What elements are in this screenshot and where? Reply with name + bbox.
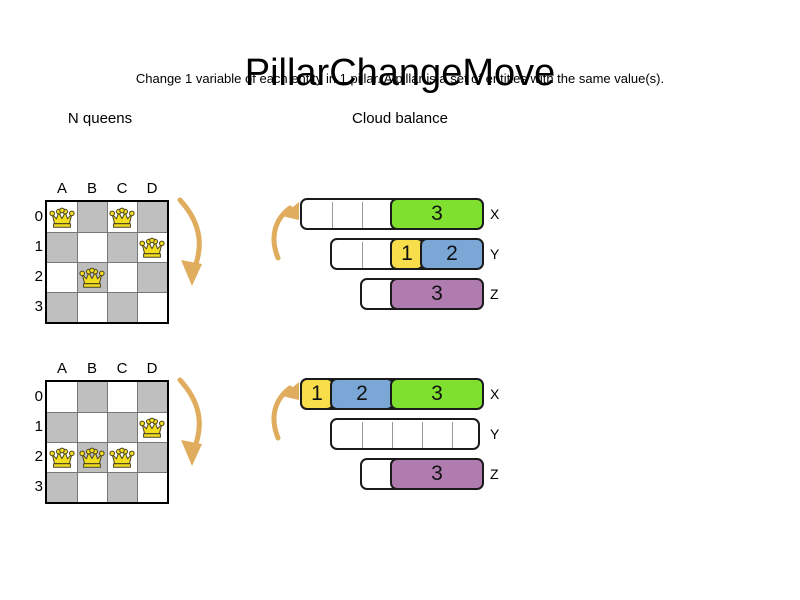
- board-row-label: 0: [34, 208, 43, 225]
- curved-arrow-down-icon: [168, 366, 210, 483]
- board-cell[interactable]: [77, 202, 107, 232]
- cloud-bar-label: X: [490, 206, 500, 222]
- curved-arrow-down-icon: [168, 186, 210, 303]
- board-row-label: 1: [34, 418, 43, 435]
- board-cell[interactable]: [137, 232, 167, 262]
- board-col-label: D: [146, 360, 158, 377]
- cloud-bar-label: Y: [490, 426, 500, 442]
- board-cell[interactable]: [107, 412, 137, 442]
- cloud-bar-divider: [392, 422, 393, 448]
- cloud-bar-segment[interactable]: 3: [390, 458, 484, 490]
- cloud-bar-label: Y: [490, 246, 500, 262]
- board-row-label: 1: [34, 238, 43, 255]
- board-row-label: 2: [34, 448, 43, 465]
- cloud-bar-divider: [332, 202, 333, 228]
- board-cell[interactable]: [47, 262, 77, 292]
- board-cell[interactable]: [107, 472, 137, 502]
- cloud-bar-label: Z: [490, 466, 499, 482]
- board-gridline: [47, 232, 167, 233]
- cloud-bar-segment[interactable]: 2: [420, 238, 484, 270]
- curved-arrow-up-icon: [266, 374, 306, 451]
- board-cell[interactable]: [107, 382, 137, 412]
- board-cell[interactable]: [47, 382, 77, 412]
- board-gridline: [47, 442, 167, 443]
- board-gridline: [47, 412, 167, 413]
- board-row-label: 0: [34, 388, 43, 405]
- board-col-label: C: [116, 180, 128, 197]
- board-cell[interactable]: [77, 382, 107, 412]
- board-cell[interactable]: [47, 472, 77, 502]
- board-cell[interactable]: [107, 442, 137, 472]
- section-caption-nqueens: N queens: [67, 110, 133, 127]
- board-cell[interactable]: [137, 472, 167, 502]
- page-title: PillarChangeMove: [244, 52, 556, 95]
- cloud-bar[interactable]: 3: [360, 278, 484, 310]
- chessboard-grid-after[interactable]: A B C D 0 1 2 3: [35, 360, 169, 504]
- cloud-bar[interactable]: 3: [360, 458, 484, 490]
- board-cell[interactable]: [47, 232, 77, 262]
- board-col-label: B: [86, 180, 97, 197]
- board-cell[interactable]: [77, 232, 107, 262]
- board-cell[interactable]: [107, 202, 137, 232]
- board-cell[interactable]: [47, 202, 77, 232]
- cloud-bar-segment[interactable]: 3: [390, 278, 484, 310]
- board-cell[interactable]: [47, 412, 77, 442]
- board-cell[interactable]: [77, 412, 107, 442]
- board-gridline: [47, 472, 167, 473]
- board-col-label: D: [146, 180, 158, 197]
- board-col-label: A: [56, 180, 67, 197]
- board-cell[interactable]: [137, 382, 167, 412]
- board-cell[interactable]: [107, 292, 137, 322]
- board-cell[interactable]: [107, 232, 137, 262]
- board-cell[interactable]: [107, 262, 137, 292]
- section-caption-cloud: Cloud balance: [352, 110, 448, 127]
- board-cell[interactable]: [77, 292, 107, 322]
- cloud-bar-divider: [362, 242, 363, 268]
- board-cell[interactable]: [137, 262, 167, 292]
- board-gridline: [47, 262, 167, 263]
- board-cell[interactable]: [137, 412, 167, 442]
- board-cell[interactable]: [137, 442, 167, 472]
- cloud-bar-label: X: [490, 386, 500, 402]
- chessboard-grid-before[interactable]: A B C D 0 1 2 3: [35, 180, 169, 324]
- cloud-bar[interactable]: 3: [300, 198, 484, 230]
- cloud-bar-divider: [362, 422, 363, 448]
- board-col-label: A: [56, 360, 67, 377]
- board-cell[interactable]: [77, 472, 107, 502]
- cloud-bar-divider: [362, 202, 363, 228]
- board-cell[interactable]: [77, 442, 107, 472]
- cloud-bar-segment[interactable]: 1: [390, 238, 424, 270]
- board-cell[interactable]: [137, 292, 167, 322]
- board-col-label: C: [116, 360, 128, 377]
- cloud-bar-row: Y: [300, 418, 520, 450]
- cloud-bar-segment[interactable]: 3: [390, 198, 484, 230]
- chessboard-before: A B C D 0 1 2 3: [35, 180, 169, 324]
- board-cell[interactable]: [137, 202, 167, 232]
- board-cell[interactable]: [47, 442, 77, 472]
- board-row-label: 3: [34, 478, 43, 495]
- board-col-label: B: [86, 360, 97, 377]
- cloud-bar-divider: [422, 422, 423, 448]
- chessboard-after: A B C D 0 1 2 3: [35, 360, 169, 504]
- page-subtitle: Change 1 variable of each entity in 1 pi…: [135, 71, 665, 86]
- board-cell[interactable]: [47, 292, 77, 322]
- cloud-bar-segment[interactable]: 3: [390, 378, 484, 410]
- cloud-bar-segment[interactable]: 2: [330, 378, 394, 410]
- curved-arrow-up-icon: [266, 194, 306, 271]
- board-row-label: 3: [34, 298, 43, 315]
- cloud-bar-divider: [452, 422, 453, 448]
- board-gridline: [47, 292, 167, 293]
- cloud-bar[interactable]: [330, 418, 480, 450]
- board-cell[interactable]: [77, 262, 107, 292]
- cloud-bar-label: Z: [490, 286, 499, 302]
- board-row-label: 2: [34, 268, 43, 285]
